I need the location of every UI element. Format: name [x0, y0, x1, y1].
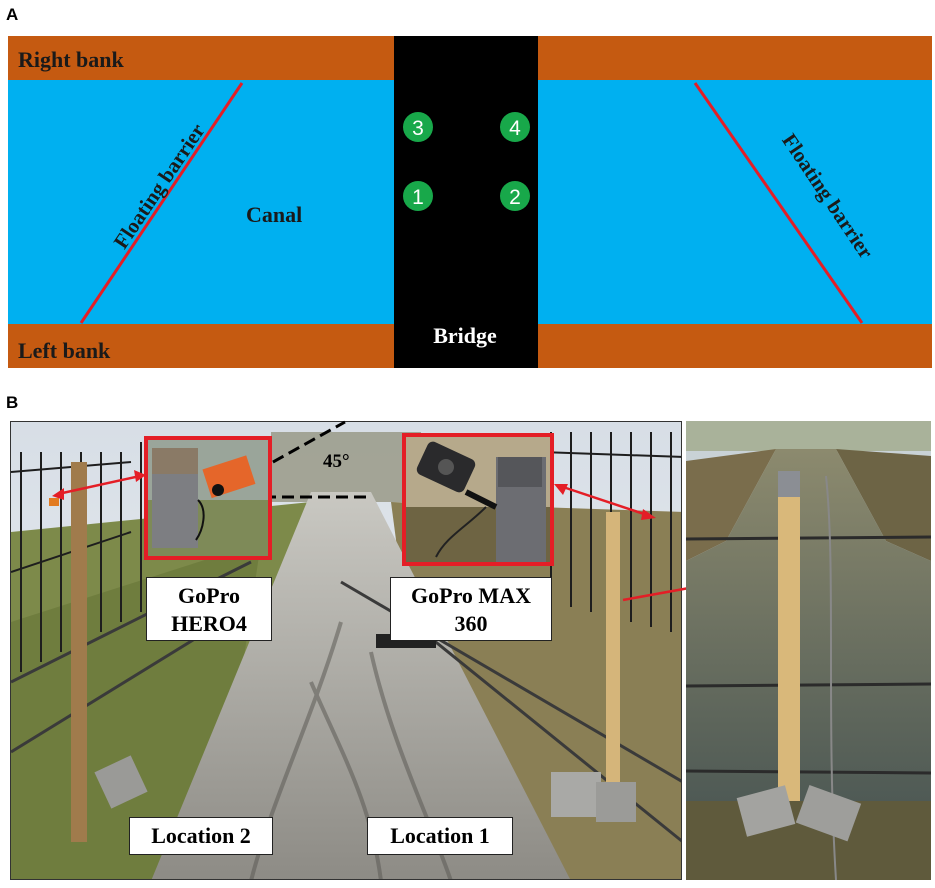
arrow-hero4-head-left — [52, 488, 64, 500]
canal-post-photo-art — [686, 421, 931, 880]
svg-text:2: 2 — [509, 186, 521, 209]
canal-diagram: 3 4 1 2 Right bank Left bank Canal Bridg… — [8, 36, 932, 368]
panel-a-letter: A — [6, 5, 19, 24]
location-1-label: Location 1 — [367, 817, 513, 855]
marker-3: 3 — [403, 112, 433, 142]
arrow-hero4-head-right — [134, 470, 146, 482]
left-bank-label: Left bank — [18, 338, 111, 363]
panel-b-letter: B — [6, 393, 19, 412]
left-bank-right — [538, 324, 932, 368]
location-2-label: Location 2 — [129, 817, 273, 855]
svg-text:1: 1 — [412, 186, 424, 209]
marker-4: 4 — [500, 112, 530, 142]
gopro-hero4-inset — [144, 436, 272, 560]
svg-text:4: 4 — [509, 117, 521, 140]
marker-2: 2 — [500, 181, 530, 211]
gopro-hero4-closeup — [148, 440, 268, 556]
gopro-hero4-label: GoPro HERO4 — [146, 577, 272, 641]
arrow-hero4 — [57, 474, 141, 496]
canal-post-photo — [686, 421, 931, 880]
right-bank-label: Right bank — [18, 47, 125, 72]
canal-label: Canal — [246, 202, 302, 227]
gopro-max360-label-line1: GoPro MAX — [411, 583, 531, 608]
gopro-hero4-label-line2: HERO4 — [171, 611, 247, 636]
bridge-label: Bridge — [433, 323, 497, 348]
gopro-max360-closeup — [406, 437, 550, 562]
gopro-max360-label-line2: 360 — [454, 611, 488, 636]
floating-barrier-right — [693, 82, 864, 324]
right-bank-right — [538, 36, 932, 80]
angle-label: 45° — [323, 451, 350, 472]
marker-1: 1 — [403, 181, 433, 211]
arrow-max360-head-left — [554, 484, 568, 495]
gopro-max360-inset — [402, 433, 554, 566]
gopro-hero4-label-line1: GoPro — [178, 583, 240, 608]
svg-text:3: 3 — [412, 117, 424, 140]
right-bank-left — [8, 36, 394, 80]
arrow-max360-head-right — [641, 509, 656, 520]
arrow-max360 — [559, 484, 651, 518]
gopro-max360-label: GoPro MAX 360 — [390, 577, 552, 641]
left-bank-left — [8, 324, 394, 368]
floating-barrier-left — [79, 82, 244, 324]
